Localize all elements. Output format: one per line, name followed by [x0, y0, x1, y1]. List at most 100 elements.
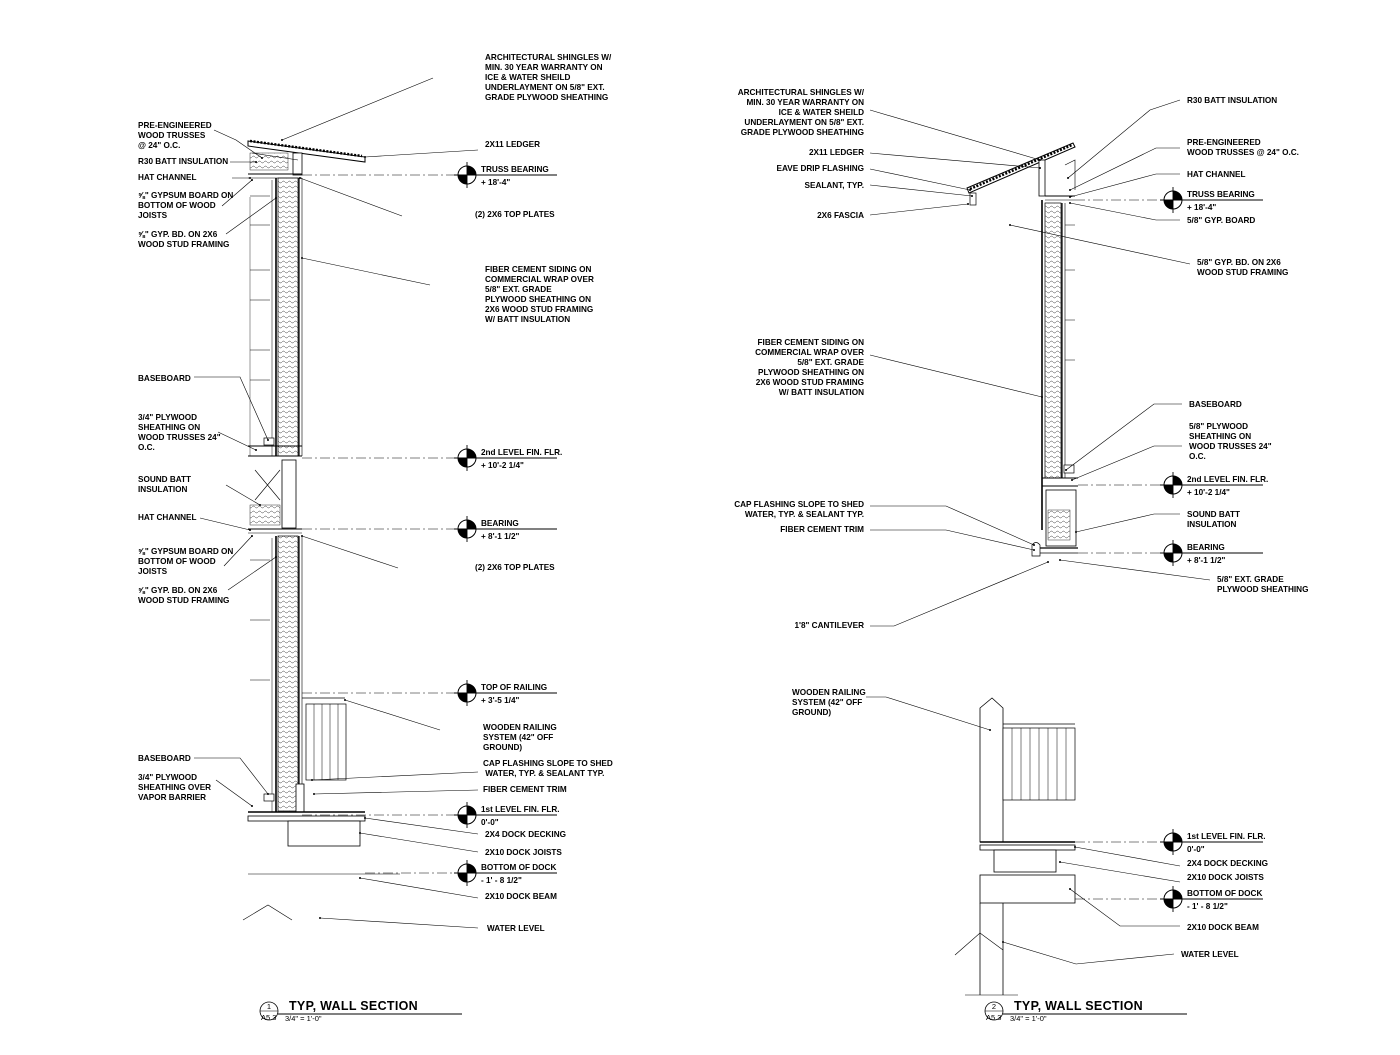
right-label-14-line: INSULATION	[1187, 520, 1237, 529]
right-label-5-line: 2X6 FASCIA	[817, 211, 864, 220]
left-label-12-line: SOUND BATT	[138, 475, 191, 484]
right-leader-10	[1009, 224, 1191, 265]
left-leader-tip-22	[364, 817, 366, 819]
left-elevation-marker-4: TOP OF RAILING+ 3'-5 1/4"	[302, 680, 557, 706]
right-label-11-line: PLYWOOD SHEATHING ON	[758, 368, 864, 377]
right-label-17-line: PLYWOOD SHEATHING	[1217, 585, 1308, 594]
right-leader-23	[1002, 941, 1175, 965]
right-elevation-name-3: BEARING	[1187, 543, 1225, 552]
left-label-16-line: ⅝" GYP. BD. ON 2X6	[138, 586, 218, 595]
left-elevation-quadrant-a-2	[467, 449, 476, 458]
left-label-15: (2) 2X6 TOP PLATES	[475, 563, 555, 572]
left-label-22: 2X4 DOCK DECKING	[485, 830, 566, 839]
left-label-1: ARCHITECTURAL SHINGLES W/MIN. 30 YEAR WA…	[485, 53, 612, 102]
left-section-title: TYP, WALL SECTION	[289, 999, 418, 1013]
left-roof-truss	[248, 152, 303, 179]
left-elevation-quadrant-a-3	[467, 520, 476, 529]
left-label-21-line: VAPOR BARRIER	[138, 793, 206, 802]
right-elevation-name-5: BOTTOM OF DOCK	[1187, 889, 1262, 898]
right-label-1: ARCHITECTURAL SHINGLES W/MIN. 30 YEAR WA…	[738, 88, 865, 137]
left-label-9-line: COMMERCIAL WRAP OVER	[485, 275, 594, 284]
left-leader-17	[344, 699, 441, 731]
left-elevation-marker-1: TRUSS BEARING+ 18'-4"	[302, 162, 557, 188]
right-label-4-line: SEALANT, TYP.	[805, 181, 864, 190]
right-leader-tip-21	[1059, 861, 1061, 863]
right-leader-tip-1	[1039, 159, 1041, 161]
left-label-7-line: (2) 2X6 TOP PLATES	[475, 210, 555, 219]
left-leader-tip-12	[259, 504, 261, 506]
right-label-2: 2X11 LEDGER	[809, 148, 864, 157]
left-elevation-name-6: BOTTOM OF DOCK	[481, 863, 556, 872]
right-leader-14	[1075, 513, 1180, 533]
left-label-16-line: WOOD STUD FRAMING	[138, 596, 229, 605]
left-leader-tip-15	[301, 535, 303, 537]
left-sheet-ref: A5.3	[261, 1013, 276, 1022]
left-leader-tip-14	[251, 535, 253, 537]
right-elevation-quadrant-b-2	[1164, 485, 1173, 494]
left-label-22-line: 2X4 DOCK DECKING	[485, 830, 566, 839]
right-leader-lines	[866, 99, 1211, 965]
left-leader-21	[215, 779, 253, 807]
left-label-11-line: WOOD TRUSSES 24"	[138, 433, 221, 442]
left-leader-16	[227, 556, 277, 591]
right-leader-tip-17	[1059, 559, 1061, 561]
right-label-1-line: MIN. 30 YEAR WARRANTY ON	[746, 98, 864, 107]
right-label-22: 2X10 DOCK BEAM	[1187, 923, 1259, 932]
left-leader-tip-16	[275, 556, 277, 558]
left-elevation-value-5: 0'-0"	[481, 818, 499, 827]
right-elevation-quadrant-a-4	[1173, 833, 1182, 842]
right-label-10-line: WOOD STUD FRAMING	[1197, 268, 1288, 277]
right-label-6: R30 BATT INSULATION	[1187, 96, 1277, 105]
right-leader-tip-15	[1033, 544, 1035, 546]
right-leader-6	[1067, 99, 1181, 179]
left-leader-tip-9	[301, 257, 303, 259]
left-leader-10	[194, 376, 269, 441]
right-label-19-line: WOODEN RAILING	[792, 688, 866, 697]
left-leader-19	[313, 789, 479, 795]
right-label-23-line: WATER LEVEL	[1181, 950, 1239, 959]
left-label-18-line: CAP FLASHING SLOPE TO SHED	[483, 759, 613, 768]
left-label-24: 2X10 DOCK BEAM	[485, 892, 557, 901]
left-leader-24	[359, 877, 479, 899]
left-elevation-value-6: - 1' - 8 1/2"	[481, 876, 522, 885]
left-label-21-line: SHEATHING OVER	[138, 783, 211, 792]
right-leader-tip-8	[1069, 196, 1071, 198]
right-leader-22	[1069, 888, 1180, 927]
left-elevation-quadrant-b-6	[458, 873, 467, 882]
right-leader-17	[1059, 559, 1211, 581]
right-leader-tip-22	[1069, 888, 1071, 890]
right-dock	[954, 841, 1076, 996]
left-label-4-line: R30 BATT INSULATION	[138, 157, 228, 166]
right-label-3-line: EAVE DRIP FLASHING	[777, 164, 865, 173]
left-leader-12	[225, 484, 261, 506]
right-label-7-line: PRE-ENGINEERED	[1187, 138, 1261, 147]
left-label-17-line: GROUND)	[483, 743, 522, 752]
right-leader-tip-13	[1071, 479, 1073, 481]
right-sheet-ref: A5.3	[986, 1013, 1001, 1022]
left-elevation-name-1: TRUSS BEARING	[481, 165, 549, 174]
left-leader-tip-8	[275, 197, 277, 199]
right-label-17-line: 5/8" EXT. GRADE	[1217, 575, 1284, 584]
left-label-14-line: BOTTOM OF WOOD	[138, 557, 216, 566]
right-leader-tip-9	[1069, 202, 1071, 204]
left-label-17-line: WOODEN RAILING	[483, 723, 557, 732]
left-label-6-line: ⅝" GYPSUM BOARD ON	[138, 191, 233, 200]
left-detail-number: 1	[267, 1002, 271, 1011]
left-label-1-line: UNDERLAYMENT ON 5/8" EXT.	[485, 83, 605, 92]
left-leader-22	[364, 817, 479, 835]
right-label-13-line: SHEATHING ON	[1189, 432, 1251, 441]
right-label-15-line: CAP FLASHING SLOPE TO SHED	[734, 500, 864, 509]
left-upper-wall	[249, 177, 303, 457]
right-leader-11	[869, 354, 1043, 398]
left-elevation-quadrant-b-2	[458, 458, 467, 467]
right-leader-tip-14	[1075, 531, 1077, 533]
left-elevation-quadrant-b-1	[458, 175, 467, 184]
left-leader-tip-2	[261, 157, 263, 159]
left-label-3: 2X11 LEDGER	[485, 140, 540, 149]
